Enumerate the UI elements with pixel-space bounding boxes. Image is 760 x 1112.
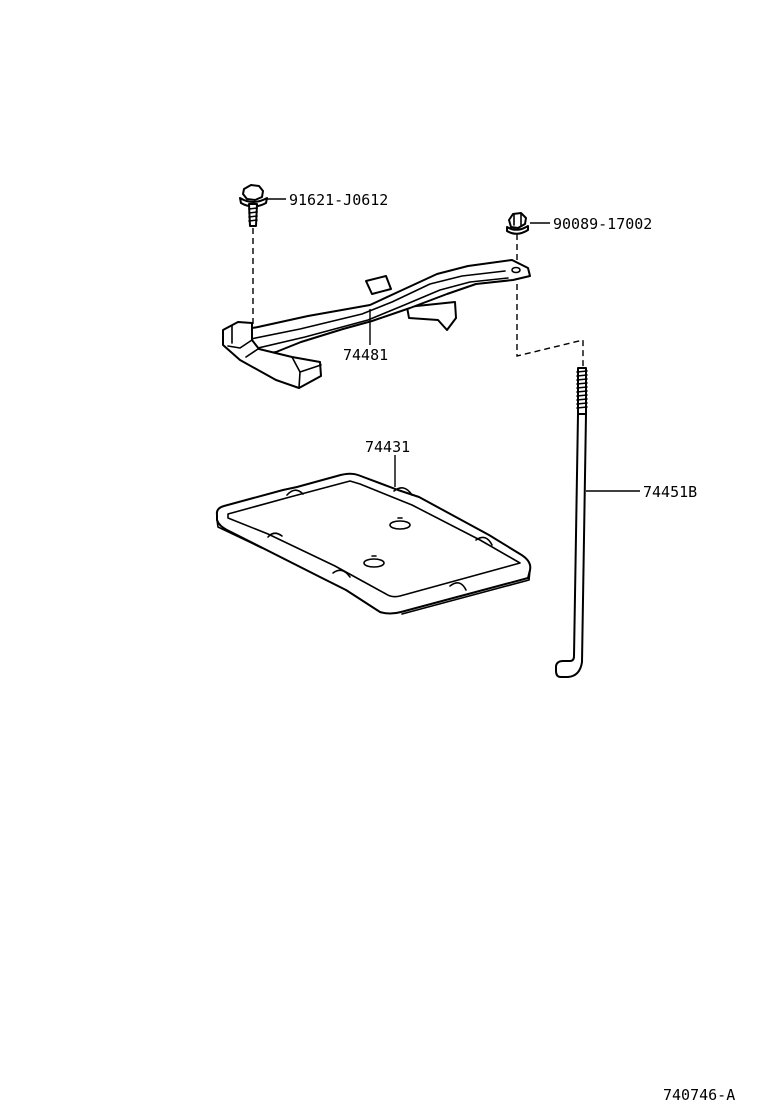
rod-label: 74451B <box>643 483 697 501</box>
nut-90089-17002[interactable] <box>506 212 529 235</box>
clamp-label: 74481 <box>343 346 388 364</box>
nut-rod-connection <box>516 234 584 368</box>
battery-tray-74431[interactable] <box>215 472 532 615</box>
figure-number: 740746-A <box>663 1086 735 1104</box>
bolt-label: 91621-J0612 <box>289 191 388 209</box>
battery-clamp-74481[interactable] <box>222 259 531 389</box>
nut-label: 90089-17002 <box>553 215 652 233</box>
bolt-91621-j0612[interactable] <box>239 184 268 227</box>
tray-label: 74431 <box>365 438 410 456</box>
clamp-rod-74451b[interactable] <box>555 367 588 678</box>
